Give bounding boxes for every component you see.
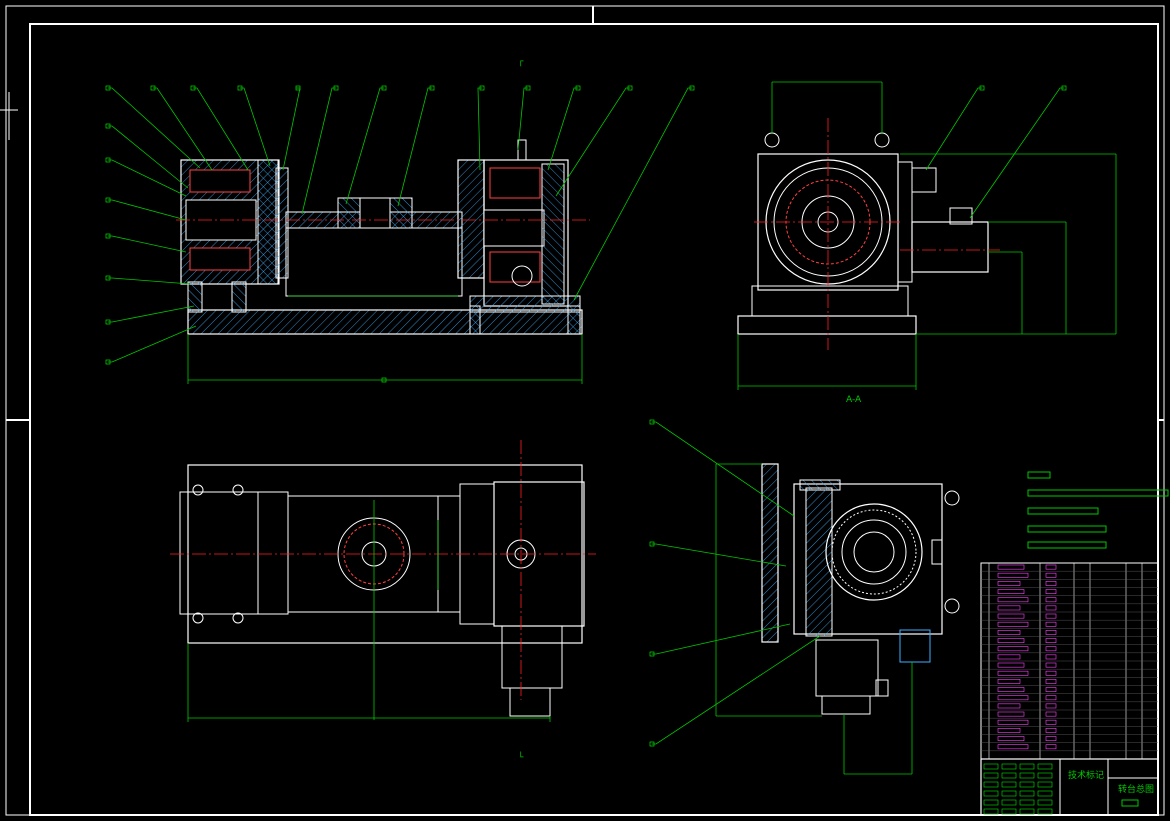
side-section-view <box>649 419 960 775</box>
title-grid-cell <box>1019 808 1035 815</box>
view-label-aa: A-A <box>846 395 862 405</box>
table-entry-mark <box>997 711 1025 717</box>
title-grid-cell <box>1001 763 1017 770</box>
sheet-border <box>0 5 1165 816</box>
parts-list-table <box>980 562 1159 760</box>
title-grid-cell <box>1037 799 1053 806</box>
table-entry-mark <box>997 728 1021 733</box>
table-entry-mark <box>997 581 1021 586</box>
table-entry-mark <box>1045 597 1057 603</box>
title-grid-cell <box>1037 781 1053 788</box>
table-entry-mark <box>1045 630 1057 635</box>
table-entry-mark <box>997 670 1029 676</box>
table-entry-mark <box>1045 662 1057 668</box>
front-section-view <box>176 139 590 384</box>
table-entry-mark <box>997 564 1025 570</box>
top-view <box>170 440 596 722</box>
table-entry-mark <box>997 646 1029 652</box>
table-entry-mark <box>997 597 1029 603</box>
table-entry-mark <box>997 638 1025 643</box>
title-block: 技术标记 转台总图 <box>980 758 1159 816</box>
title-grid-cell <box>1019 763 1035 770</box>
table-entry-mark <box>1045 581 1057 586</box>
title-grid-cell <box>1001 781 1017 788</box>
table-entry-mark <box>997 736 1025 741</box>
table-entry-mark <box>997 703 1021 709</box>
table-entry-mark <box>997 630 1021 635</box>
table-entry-mark <box>997 662 1025 668</box>
title-block-marks-label: 技术标记 <box>1068 769 1104 781</box>
table-entry-mark <box>997 613 1025 619</box>
title-grid-cell <box>983 781 999 788</box>
table-entry-mark <box>1045 670 1057 676</box>
section-mark-top: ┌ <box>518 57 524 67</box>
table-entry-mark <box>997 744 1029 750</box>
table-entry-mark <box>1045 564 1057 570</box>
title-grid-cell <box>1001 808 1017 815</box>
table-entry-mark <box>997 589 1025 594</box>
table-entry-mark <box>1045 613 1057 619</box>
title-grid-cell <box>983 790 999 797</box>
table-entry-mark <box>997 679 1021 684</box>
table-entry-mark <box>997 605 1021 611</box>
table-entry-mark <box>997 572 1029 578</box>
title-grid-cell <box>983 763 999 770</box>
title-grid-cell <box>1001 799 1017 806</box>
title-grid-cell <box>1019 781 1035 788</box>
front-view-leaders <box>105 85 695 383</box>
table-entry-mark <box>1045 687 1057 692</box>
side-view: A-A <box>737 81 1117 405</box>
table-entry-mark <box>1045 728 1057 733</box>
title-grid-cell <box>1037 772 1053 779</box>
title-grid-cell <box>1037 808 1053 815</box>
title-grid-cell <box>983 799 999 806</box>
table-entry-mark <box>1045 711 1057 717</box>
title-grid-cell <box>983 772 999 779</box>
table-entry-mark <box>1045 646 1057 652</box>
table-entry-mark <box>1045 736 1057 741</box>
table-entry-mark <box>1045 572 1057 578</box>
title-block-drawing-name: 转台总图 <box>1118 783 1154 795</box>
table-entry-mark <box>997 695 1029 701</box>
section-mark-bottom: └ <box>518 751 524 763</box>
title-grid-cell <box>1001 790 1017 797</box>
table-entry-mark <box>1045 621 1057 627</box>
title-grid-cell <box>983 808 999 815</box>
table-entry-mark <box>1045 695 1057 701</box>
title-grid-cell <box>1037 763 1053 770</box>
table-entry-mark <box>997 687 1025 692</box>
table-entry-mark <box>1045 744 1057 750</box>
title-grid-cell <box>1019 790 1035 797</box>
table-entry-mark <box>1045 589 1057 594</box>
technical-notes <box>1027 471 1169 549</box>
table-entry-mark <box>1045 638 1057 643</box>
title-grid-cell <box>1037 790 1053 797</box>
table-entry-mark <box>1045 703 1057 709</box>
table-entry-mark <box>1045 605 1057 611</box>
table-entry-mark <box>1045 679 1057 684</box>
table-entry-mark <box>997 719 1029 725</box>
title-grid-cell <box>1019 772 1035 779</box>
table-entry-mark <box>1045 719 1057 725</box>
table-entry-mark <box>1045 654 1057 660</box>
table-entry-mark <box>997 654 1021 660</box>
title-grid-cell <box>1019 799 1035 806</box>
table-entry-mark <box>997 621 1029 627</box>
title-grid-cell <box>1001 772 1017 779</box>
